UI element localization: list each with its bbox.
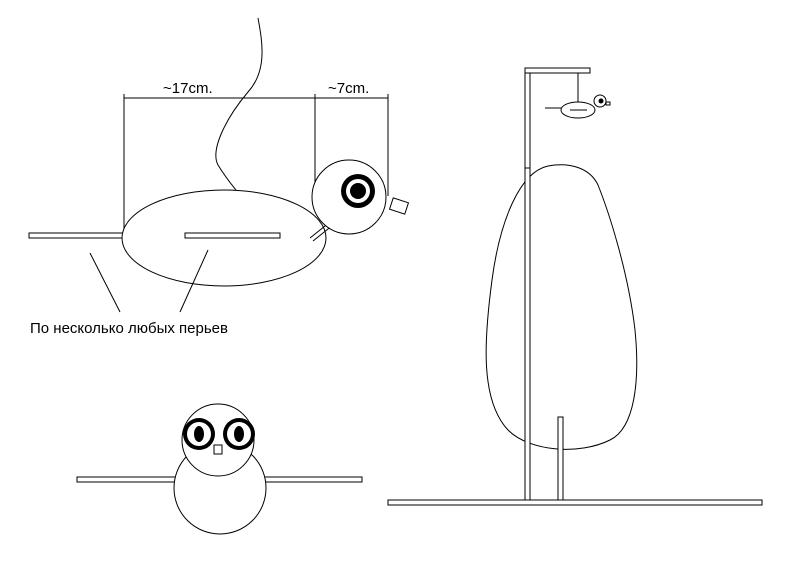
head-length-label: ~7cm.: [328, 80, 369, 97]
feathers-note: По несколько любых перьев: [30, 320, 228, 337]
tree-trunk: [557, 416, 564, 501]
front-wing-left: [76, 476, 178, 483]
front-view: [76, 403, 363, 535]
stand-base: [387, 499, 763, 506]
front-eye-left-pupil: [194, 426, 204, 442]
tail-feather: [28, 232, 126, 239]
pointer-line-wing: [179, 249, 209, 313]
pointer-line-tail: [89, 252, 121, 313]
front-eye-right-pupil: [234, 426, 244, 442]
eye-pupil: [350, 183, 366, 199]
wing-feather: [184, 232, 281, 239]
dimension-lines: [123, 94, 389, 230]
small-bird: [545, 94, 611, 119]
front-wing-right: [261, 476, 363, 483]
beak: [388, 197, 410, 215]
body-length-label: ~17cm.: [163, 80, 213, 97]
front-beak: [213, 444, 223, 455]
tree-canopy: [485, 164, 638, 450]
hanging-string: [215, 17, 263, 191]
stand-view: [387, 67, 763, 506]
side-view: ~17cm. ~7cm. По несколько любых перьев: [28, 17, 410, 337]
stand-arm: [524, 67, 591, 74]
